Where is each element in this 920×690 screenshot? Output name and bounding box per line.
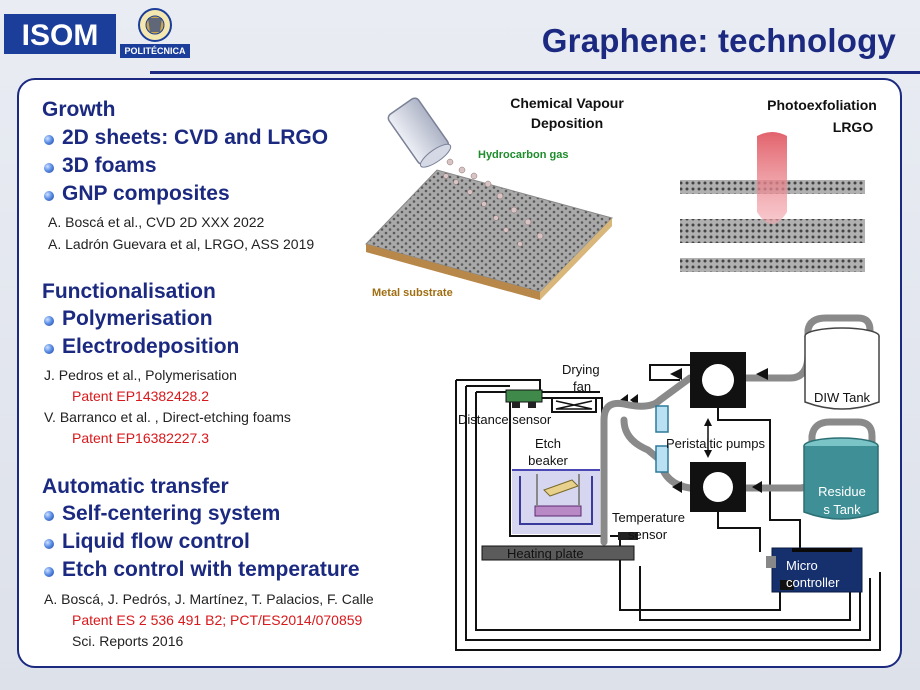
bullet-polymerisation: Polymerisation <box>42 307 213 331</box>
section-heading-growth: Growth <box>42 98 116 121</box>
gas-particles <box>443 158 544 247</box>
cvd-title-line1: Chemical Vapour <box>510 95 624 111</box>
diw-tank <box>804 336 880 410</box>
cvd-title-line2: Deposition <box>531 115 603 131</box>
header-divider <box>150 71 920 74</box>
isom-logo-text: ISOM <box>22 19 99 52</box>
bullet-gnp: GNP composites <box>42 182 230 206</box>
ref-barranco: V. Barranco et al. , Direct-etching foam… <box>44 409 291 425</box>
hydrocarbon-gas-label: Hydrocarbon gas <box>478 149 568 161</box>
ref-bosca-transfer: A. Boscá, J. Pedrós, J. Martínez, T. Pal… <box>44 591 374 607</box>
distance-sensor <box>505 389 543 403</box>
heating-plate <box>481 545 635 561</box>
ref-cvd: A. Boscá et al., CVD 2D XXX 2022 <box>48 214 265 230</box>
isom-logo: ISOM <box>4 14 116 54</box>
photoexfoliation-illustration: Photoexfoliation LRGO <box>680 97 877 272</box>
distance-sensor-label: Distance sensor <box>458 412 552 427</box>
etch-beaker-label-line1: Etch <box>535 436 561 451</box>
drying-fan-label-line2: fan <box>573 379 591 394</box>
temperature-sensor-label-line1: Temperature <box>612 510 685 525</box>
bullet-electrodeposition: Electrodeposition <box>42 335 239 359</box>
ref-sci-reports: Sci. Reports 2016 <box>72 633 184 649</box>
lrgo-label: LRGO <box>833 119 874 135</box>
temperature-sensor-label-line2: sensor <box>628 527 668 542</box>
diw-tank-label: DIW Tank <box>814 390 871 405</box>
upm-logo-text: POLITÉCNICA <box>120 44 190 58</box>
section-heading-automatic-transfer: Automatic transfer <box>42 475 229 498</box>
peristaltic-pumps-label: Peristaltic pumps <box>666 436 765 451</box>
bullet-self-centering: Self-centering system <box>42 502 280 526</box>
bullet-etch-control: Etch control with temperature <box>42 558 360 582</box>
photoexfoliation-title: Photoexfoliation <box>767 97 877 113</box>
page-title: Graphene: technology <box>541 22 896 59</box>
heating-plate-label: Heating plate <box>507 546 584 561</box>
upm-logo: POLITÉCNICA <box>120 6 190 60</box>
laser-beam <box>757 132 787 224</box>
residues-tank-label-line1: Residue <box>818 484 866 499</box>
bullet-liquid-flow: Liquid flow control <box>42 530 250 554</box>
graphene-sheet <box>365 169 613 293</box>
patent-es: Patent ES 2 536 491 B2; PCT/ES2014/07085… <box>72 612 363 628</box>
section-heading-functionalisation: Functionalisation <box>42 280 216 303</box>
transfer-system-diagram: Heating plate Etch beaker Distance senso… <box>455 314 881 651</box>
patent-ep14: Patent EP14382428.2 <box>72 388 210 404</box>
micro-controller-label-line1: Micro <box>786 558 818 573</box>
micro-controller-label-line2: controller <box>786 575 840 590</box>
ref-pedros: J. Pedros et al., Polymerisation <box>44 367 237 383</box>
bullet-3d-foams: 3D foams <box>42 154 157 178</box>
substrate-side <box>366 244 540 300</box>
flow-indicator-bottom <box>655 445 669 473</box>
sample-holder <box>534 505 582 517</box>
etch-beaker-label-line2: beaker <box>528 453 568 468</box>
ref-lrgo: A. Ladrón Guevara et al, LRGO, ASS 2019 <box>48 236 315 252</box>
drying-fan-label-line1: Drying <box>562 362 600 377</box>
residues-tank-label-line2: s Tank <box>823 502 861 517</box>
wiring <box>455 352 881 651</box>
bullet-2d-sheets: 2D sheets: CVD and LRGO <box>42 126 328 150</box>
metal-substrate-label: Metal substrate <box>372 287 453 299</box>
cvd-illustration: Chemical Vapour Deposition Hydrocarbon g… <box>365 95 624 300</box>
substrate-front <box>540 218 612 300</box>
graphene-layer-bottom <box>680 258 865 272</box>
residues-tank <box>803 446 879 520</box>
gas-nozzle <box>387 97 452 168</box>
patent-ep16: Patent EP16382227.3 <box>72 430 210 446</box>
flow-indicator-top <box>655 405 669 433</box>
temperature-sensor <box>618 532 638 540</box>
